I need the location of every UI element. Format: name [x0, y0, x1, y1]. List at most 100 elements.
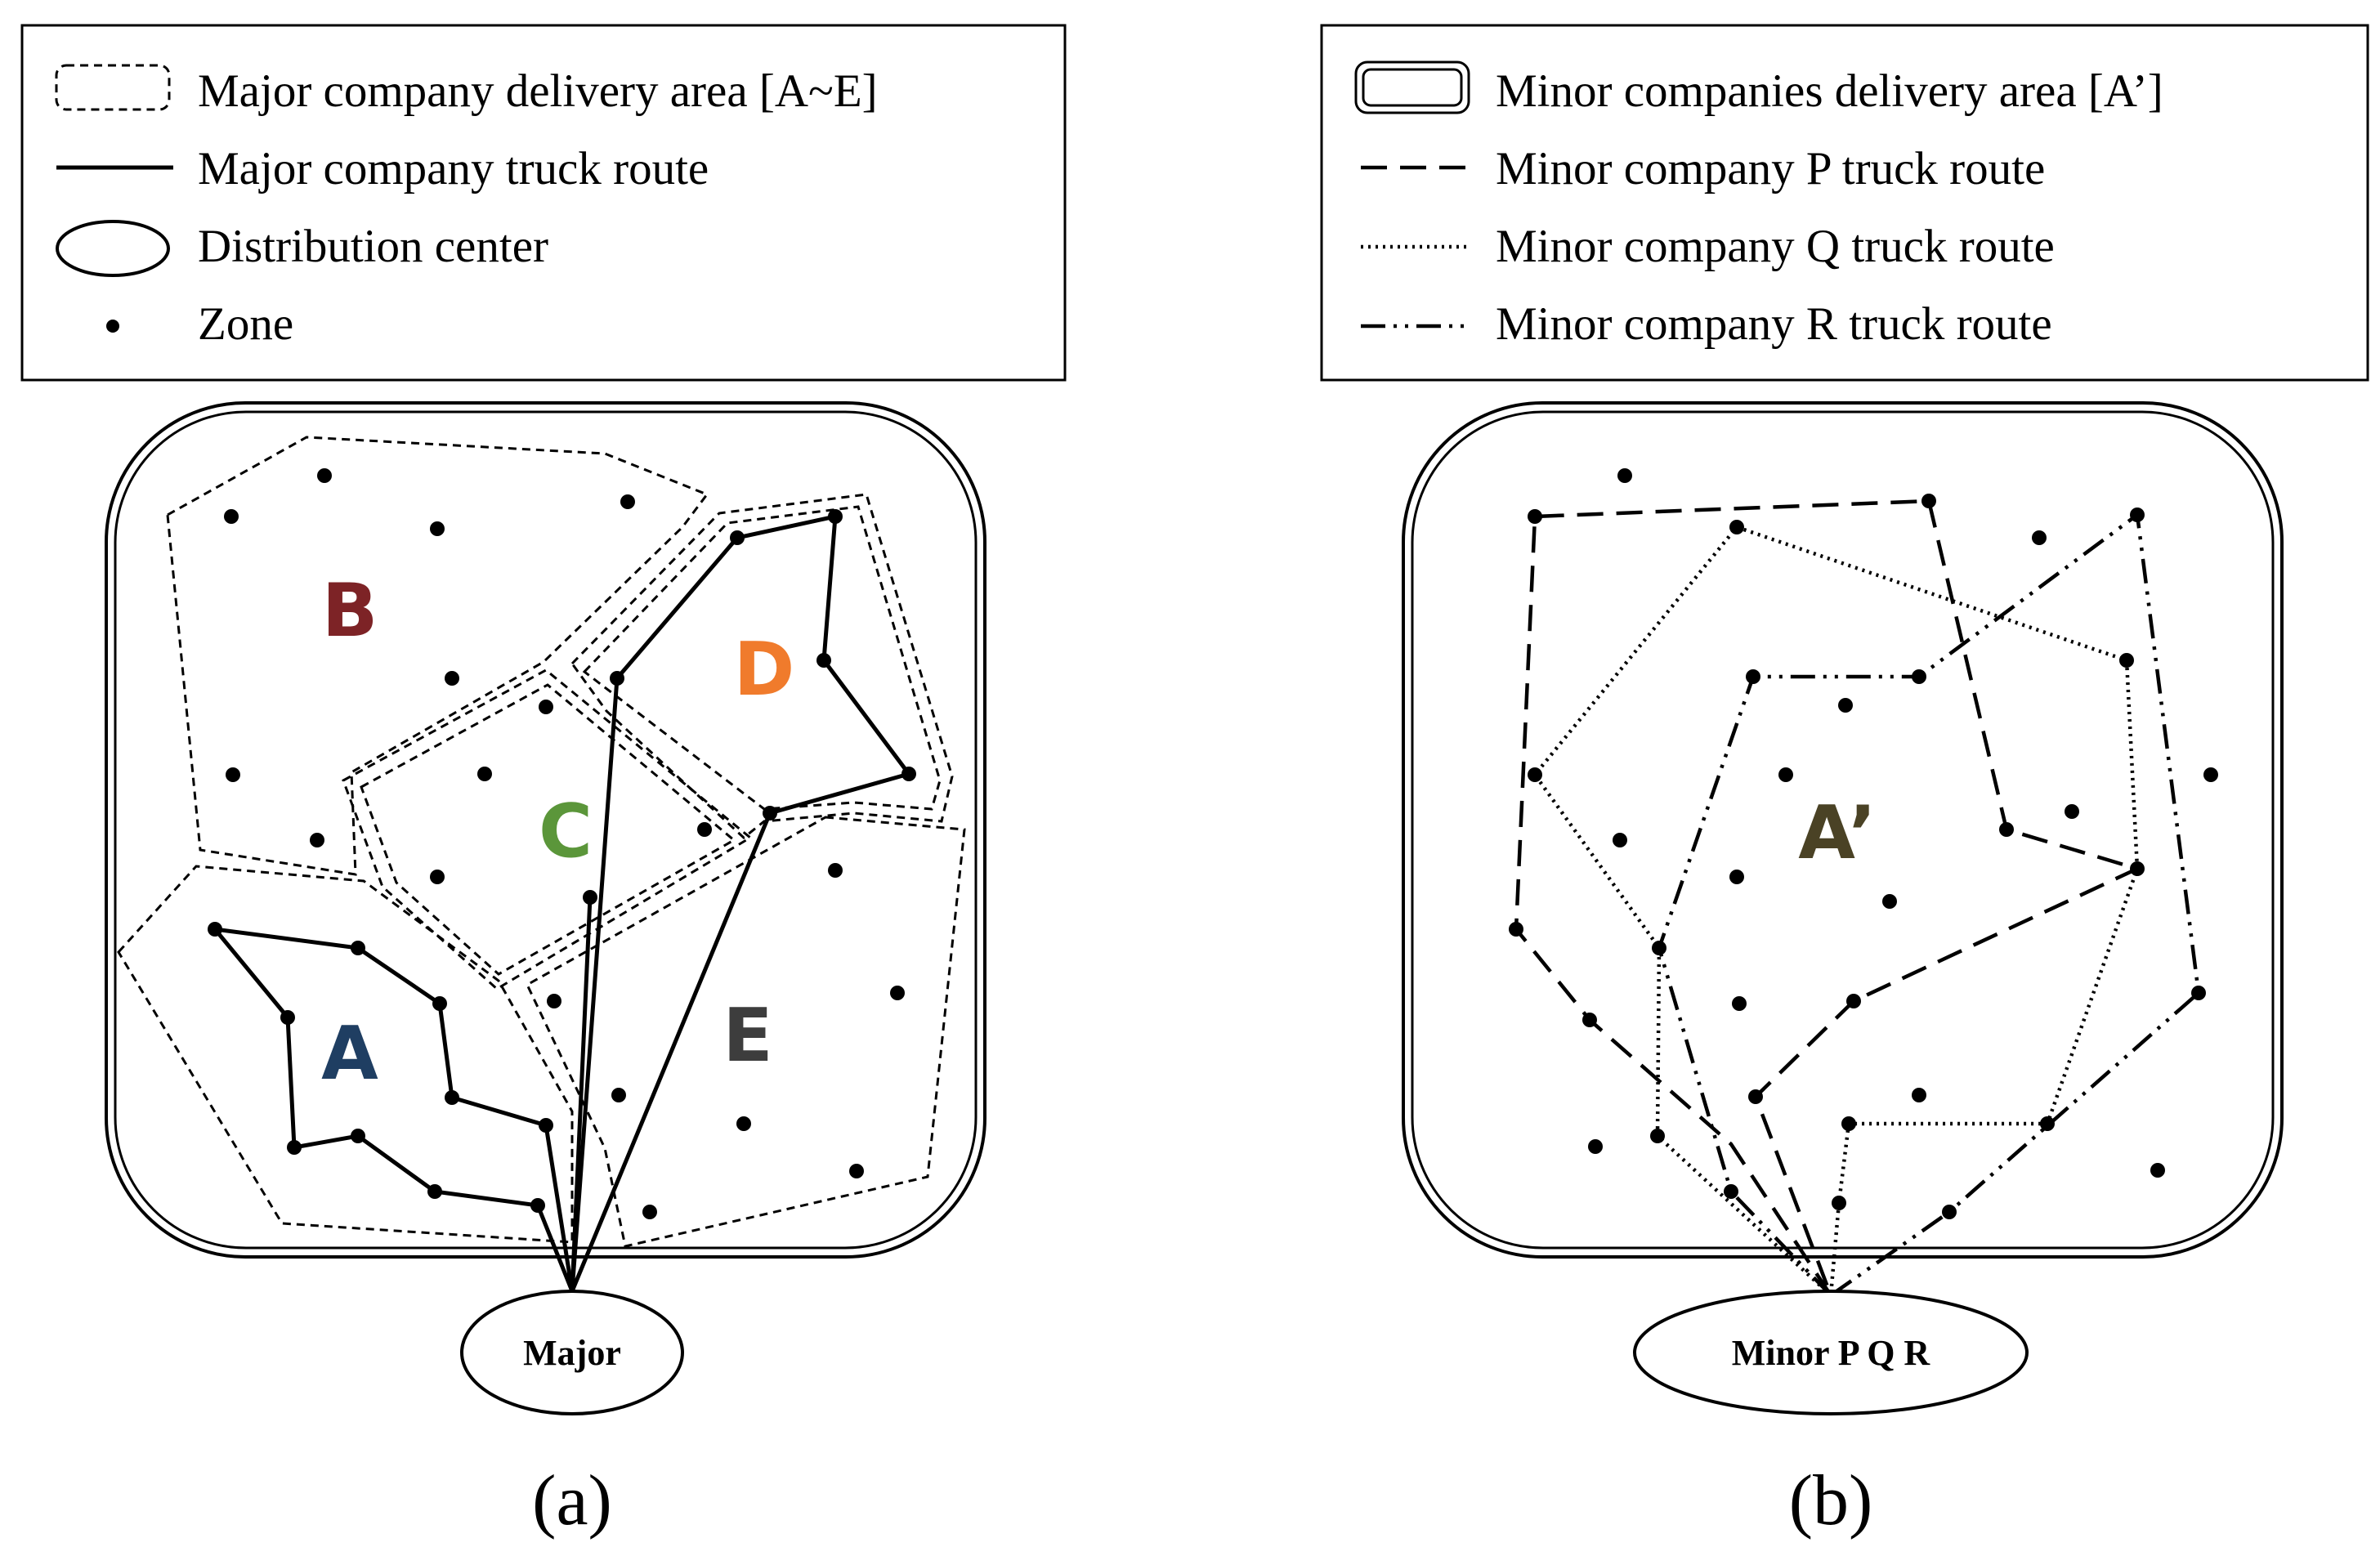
distribution-center-minor-label: Minor P Q R	[1732, 1333, 1931, 1373]
zone-dot	[828, 863, 843, 878]
zone-dot	[736, 1116, 751, 1131]
distribution-center-minor	[1633, 1290, 2029, 1415]
zone-dot	[1582, 1013, 1597, 1027]
zone-dot	[1613, 833, 1627, 847]
panel-a-frame-outer	[105, 401, 986, 1259]
zone-dot	[730, 530, 745, 545]
panel-b-frame-outer	[1402, 401, 2284, 1259]
zone-dot	[1617, 468, 1632, 483]
legend-right: Minor companies delivery area [A’] Minor…	[1320, 24, 2369, 382]
zone-dot	[351, 941, 365, 955]
zone-dot	[2119, 653, 2134, 668]
panel-b-zones	[1509, 468, 2218, 1219]
major-routes	[210, 513, 913, 1292]
legend-right-label-4: Minor company R truck route	[1496, 298, 2052, 350]
legend-right-frame	[1320, 24, 2369, 382]
legend-left-label-2: Major company truck route	[198, 143, 709, 195]
zone-dot	[1588, 1139, 1603, 1154]
zone-dot	[1841, 1116, 1856, 1131]
panel-b-caption: (b)	[1789, 1461, 1873, 1540]
region-label-e: E	[722, 993, 772, 1079]
zone-dot	[583, 890, 597, 905]
minor-route-p	[1514, 499, 2143, 1297]
zone-dot	[310, 833, 324, 847]
zone-dot	[430, 870, 445, 884]
area-e	[526, 816, 966, 1248]
legend-dot-symbol	[106, 320, 119, 333]
zone-dot	[2040, 1116, 2055, 1131]
legend-left-label-3: Distribution center	[198, 221, 548, 272]
legend-left-label-4: Zone	[198, 298, 293, 350]
legend-right-label-3: Minor company Q truck route	[1496, 221, 2055, 272]
zone-dot	[2150, 1163, 2165, 1178]
zone-dot	[477, 767, 492, 781]
legend-double-area-symbol-outer	[1354, 60, 1470, 114]
zone-dot	[1528, 767, 1542, 782]
panel-a-zones	[208, 468, 916, 1219]
zone-dot	[2203, 767, 2218, 782]
zone-dot	[1724, 1184, 1738, 1199]
zone-dot	[317, 468, 332, 483]
zone-dot	[2065, 804, 2079, 819]
legend-dashed-area-symbol	[55, 64, 171, 111]
zone-dot	[224, 509, 239, 524]
legend-right-label-1: Minor companies delivery area [A’]	[1496, 65, 2163, 117]
minor-route-q	[1532, 525, 2140, 1297]
zone-dot	[1746, 669, 1760, 684]
zone-dot	[1729, 870, 1744, 884]
zone-dot	[1778, 767, 1793, 782]
zone-dot	[432, 996, 447, 1011]
panel-a-caption: (a)	[532, 1461, 612, 1540]
zone-dot	[901, 767, 916, 781]
region-label-b: B	[322, 568, 378, 654]
zone-dot	[849, 1164, 864, 1178]
zone-dot	[611, 1088, 626, 1102]
region-label-a: A	[321, 1011, 378, 1097]
panel-a-frame-inner	[114, 410, 978, 1250]
zone-dot	[547, 994, 561, 1008]
zone-dot	[530, 1198, 545, 1213]
zone-dot	[1748, 1089, 1763, 1104]
zone-dot	[1729, 520, 1744, 534]
area-label-a-prime: A’	[1798, 790, 1877, 876]
legend-left: Major company delivery area [A~E] Major …	[20, 24, 1067, 382]
zone-dot	[2191, 986, 2206, 1000]
zone-dot	[1921, 494, 1936, 508]
zone-dot	[763, 806, 777, 821]
legend-ellipse-symbol	[56, 220, 170, 277]
area-d	[570, 493, 954, 839]
zone-dot	[1832, 1196, 1846, 1210]
zone-dot	[620, 494, 635, 509]
zone-dot	[2032, 530, 2047, 545]
zone-dot	[828, 509, 843, 524]
distribution-center-major-label: Major	[523, 1333, 621, 1373]
region-label-d: D	[734, 627, 795, 713]
zone-dot	[539, 1118, 553, 1133]
zone-dot	[642, 1205, 657, 1219]
legend-left-frame	[20, 24, 1067, 382]
panel-a: B C D A E Major (a)	[105, 401, 986, 1540]
distribution-center-major	[460, 1290, 684, 1415]
zone-dot	[890, 986, 905, 1000]
zone-dot	[816, 653, 831, 668]
zone-dot	[351, 1129, 365, 1143]
zone-dot	[539, 700, 553, 714]
zone-dot	[280, 1010, 295, 1025]
major-route-d	[570, 513, 913, 1292]
zone-dot	[1652, 941, 1666, 955]
zone-dot	[1650, 1129, 1665, 1143]
zone-dot	[445, 1090, 459, 1105]
zone-dot	[697, 822, 712, 837]
zone-dot	[1882, 894, 1897, 909]
zone-dot	[1838, 698, 1853, 713]
zone-dot	[287, 1140, 302, 1155]
zone-dot	[2130, 861, 2145, 876]
zone-dot	[610, 671, 624, 686]
zone-dot	[427, 1184, 442, 1199]
panel-b: A’ Minor P Q R (b)	[1402, 401, 2284, 1540]
region-label-c: C	[539, 789, 593, 874]
legend-left-label-1: Major company delivery area [A~E]	[198, 65, 878, 117]
zone-dot	[1732, 996, 1747, 1011]
zone-dot	[1846, 994, 1861, 1008]
